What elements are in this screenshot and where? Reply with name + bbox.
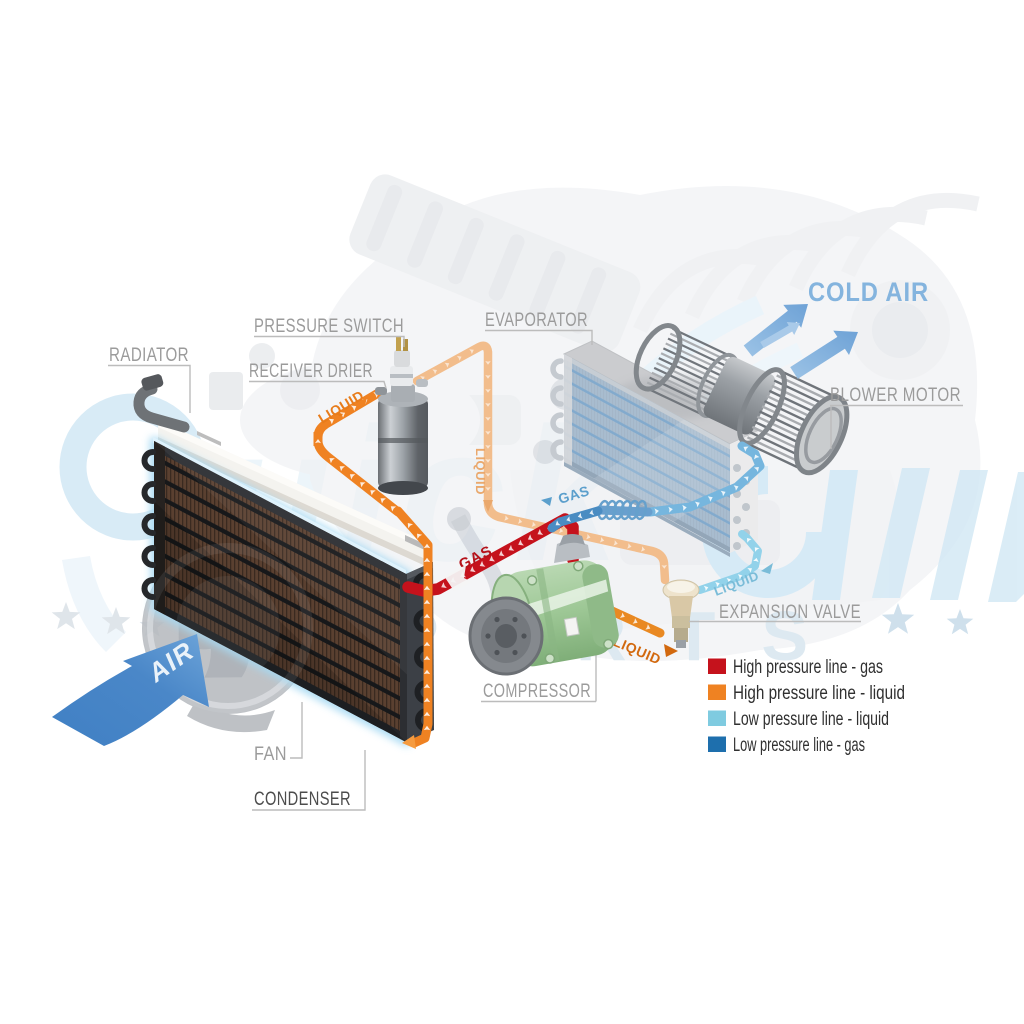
svg-text:CONDENSER: CONDENSER xyxy=(254,788,351,810)
svg-text:High pressure line - liquid: High pressure line - liquid xyxy=(733,683,905,704)
svg-text:EXPANSION VALVE: EXPANSION VALVE xyxy=(719,602,861,623)
svg-text:RECEIVER DRIER: RECEIVER DRIER xyxy=(249,361,373,382)
svg-text:COLD AIR: COLD AIR xyxy=(808,277,929,307)
svg-text:Low pressure line - gas: Low pressure line - gas xyxy=(733,735,865,756)
svg-text:High pressure line - gas: High pressure line - gas xyxy=(733,657,883,678)
svg-text:BLOWER MOTOR: BLOWER MOTOR xyxy=(830,385,961,406)
svg-text:PRESSURE SWITCH: PRESSURE SWITCH xyxy=(254,316,404,337)
svg-text:RADIATOR: RADIATOR xyxy=(109,345,189,366)
svg-text:Low pressure line - liquid: Low pressure line - liquid xyxy=(733,709,889,730)
svg-text:COMPRESSOR: COMPRESSOR xyxy=(483,681,591,702)
svg-text:LIQUID: LIQUID xyxy=(473,448,488,495)
svg-text:EVAPORATOR: EVAPORATOR xyxy=(485,310,588,331)
svg-text:FAN: FAN xyxy=(254,744,287,765)
